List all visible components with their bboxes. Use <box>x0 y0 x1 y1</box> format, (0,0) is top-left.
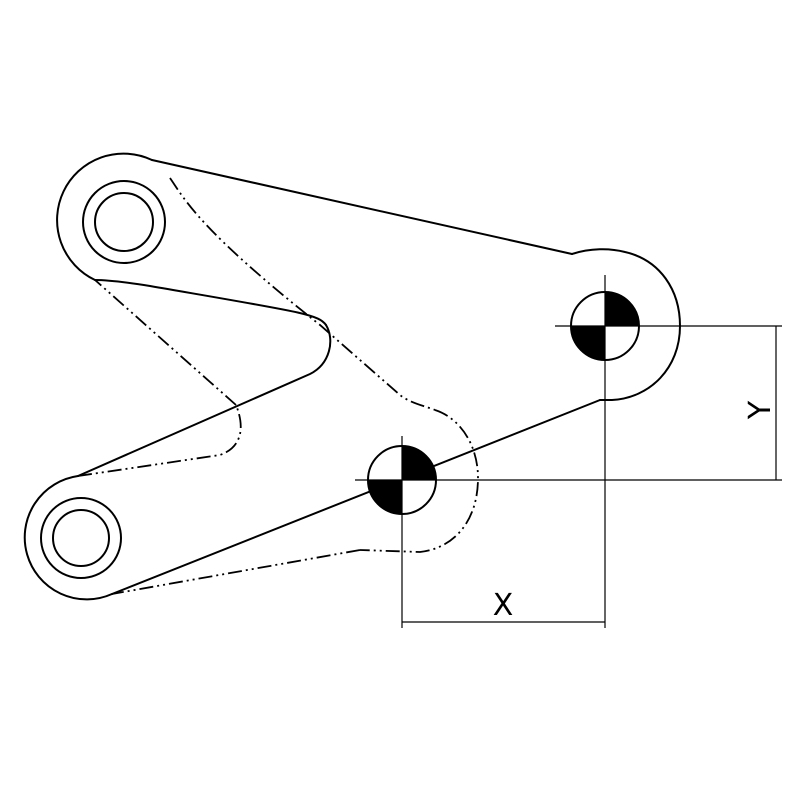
upper-arm-lower-edge <box>94 279 327 326</box>
bottom-left-bore-outer <box>40 497 122 579</box>
phantom-notch <box>94 279 237 406</box>
top-left-bore <box>82 180 166 264</box>
phantom-lower-edge <box>111 549 361 595</box>
top-left-eye-outline <box>56 152 153 281</box>
link-outline <box>23 152 681 601</box>
dimension-y-label: Y <box>743 400 778 420</box>
bottom-left-bore-inner <box>52 509 110 567</box>
phantom-boss <box>359 409 479 553</box>
right-boss-outline <box>571 248 681 401</box>
bottom-left-bore <box>40 497 122 579</box>
lower-edge <box>111 399 601 595</box>
top-left-bore-inner <box>94 192 154 252</box>
center-lines <box>355 275 782 628</box>
dimension-y: Y <box>743 326 778 480</box>
phantom-lower-arm <box>77 404 242 477</box>
phantom-outline <box>77 177 479 595</box>
phantom-upper-edge <box>169 177 436 411</box>
top-edge <box>151 159 573 255</box>
top-left-bore-outer <box>82 180 166 264</box>
bottom-left-eye-outline <box>23 475 113 601</box>
dimension-x: X <box>402 588 605 623</box>
dimension-x-label: X <box>493 588 514 623</box>
lower-arm-upper-edge <box>77 324 332 477</box>
